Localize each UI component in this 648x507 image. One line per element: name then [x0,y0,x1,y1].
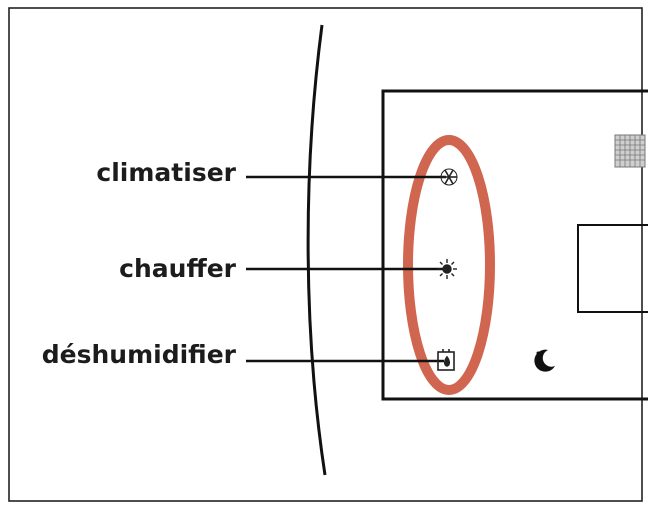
outer-frame [8,7,643,502]
droplet-box-icon [437,349,455,371]
sun-icon [437,259,457,279]
highlight-ellipse [403,135,495,395]
display-screen [577,224,648,313]
remote-panel [381,89,648,401]
snowflake-icon [440,168,458,186]
device-edge-curve [306,24,327,476]
label-dehumidify: déshumidifier [41,340,236,369]
moon-icon [534,349,555,372]
label-cool: climatiser [96,158,236,187]
label-heat: chauffer [119,254,236,283]
grid-icon [614,134,646,168]
